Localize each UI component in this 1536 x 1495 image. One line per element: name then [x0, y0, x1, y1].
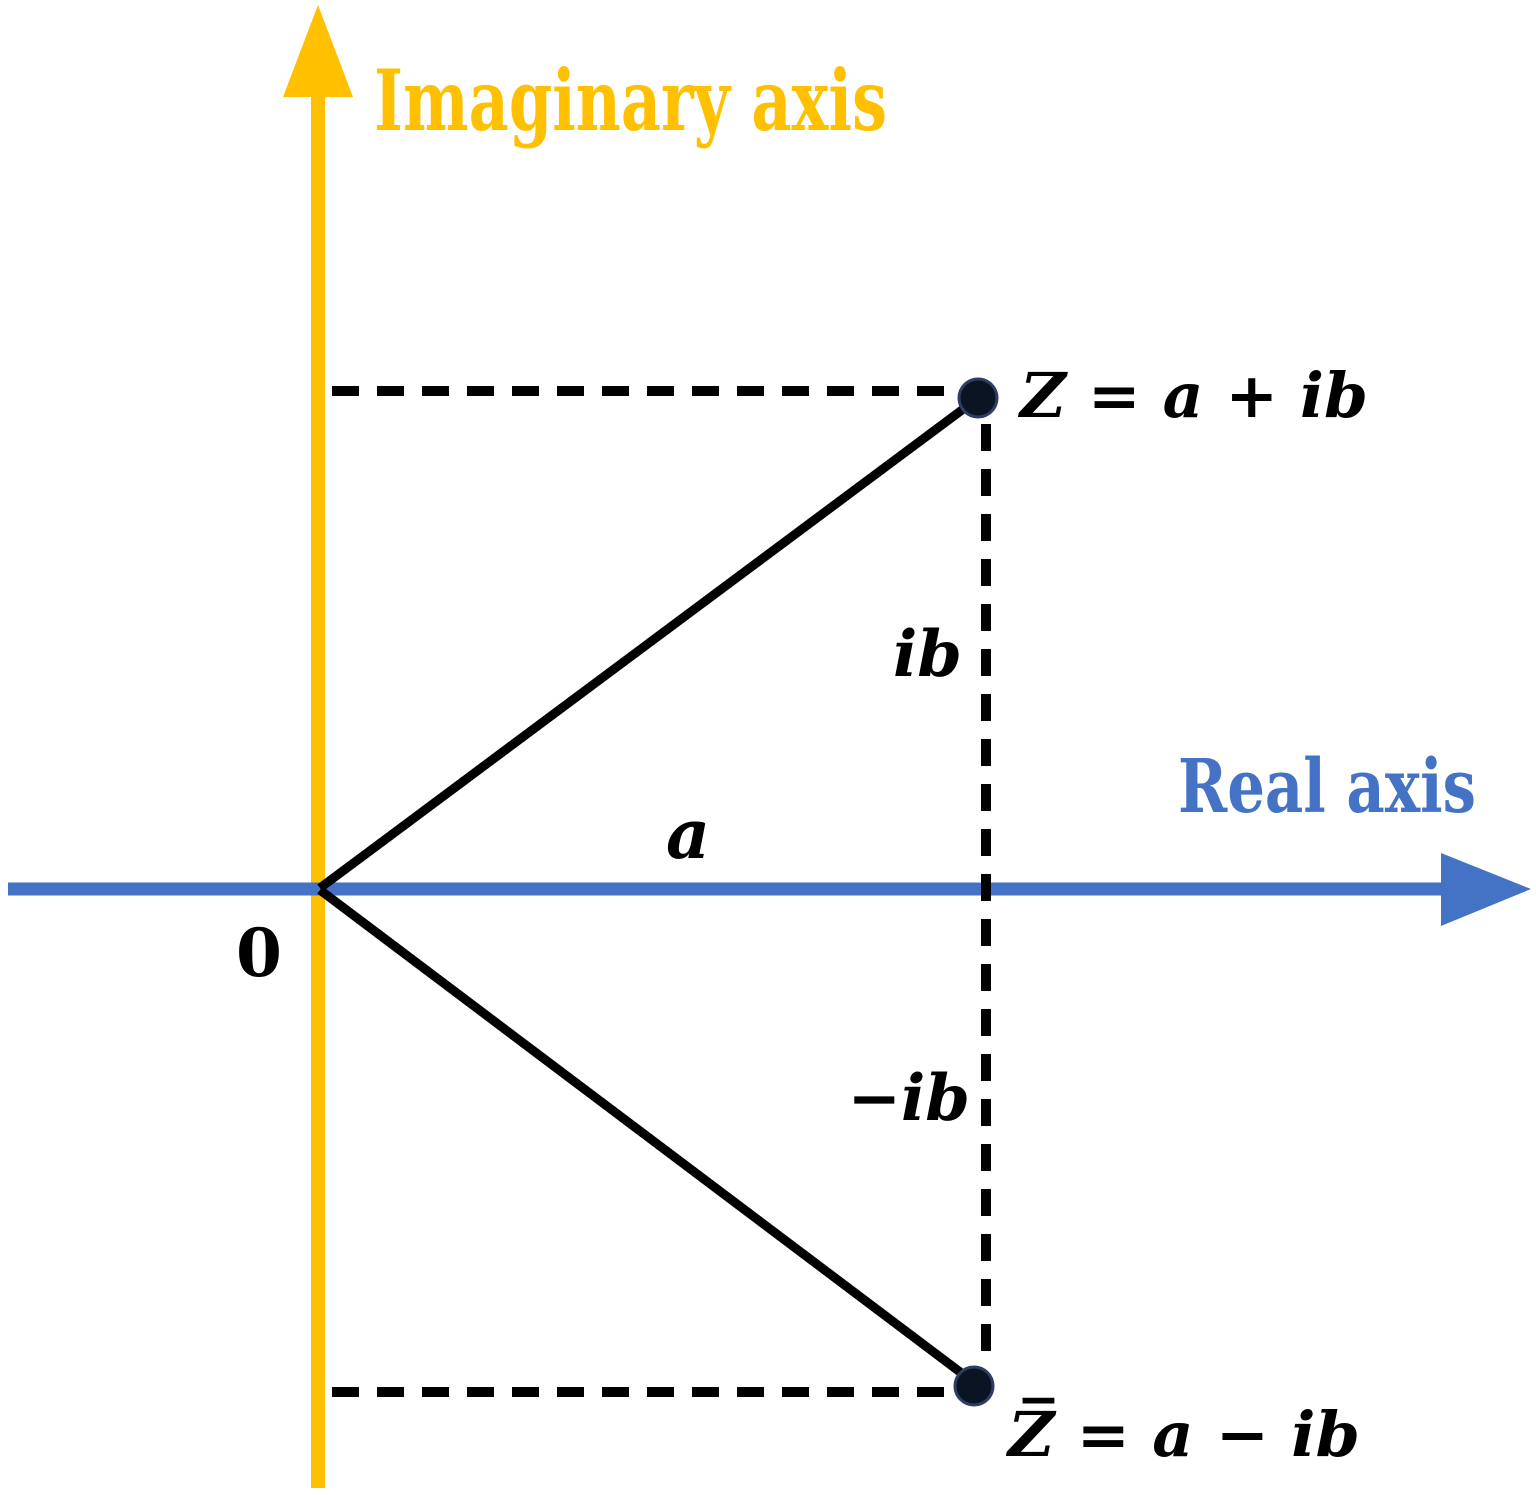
neg-imag-part-label: −ib: [847, 1061, 970, 1136]
imaginary-axis-label: Imaginary axis: [374, 51, 887, 150]
origin-label: 0: [236, 914, 282, 992]
real-axis-label: Real axis: [1178, 744, 1476, 830]
imag-part-label: ib: [893, 617, 962, 692]
real-axis-arrowhead: [1441, 853, 1531, 926]
point-zbar-dot: [953, 1365, 995, 1407]
vector-origin-to-z: [317, 400, 973, 892]
imaginary-axis-arrowhead: [283, 5, 353, 97]
real-part-label: a: [666, 795, 710, 875]
point-z-dot: [957, 377, 999, 419]
point-zbar-label: Z̅ = a − ib: [1005, 1398, 1360, 1471]
point-z-label: Z = a + ib: [1017, 359, 1368, 432]
vector-origin-to-zbar: [317, 886, 971, 1382]
